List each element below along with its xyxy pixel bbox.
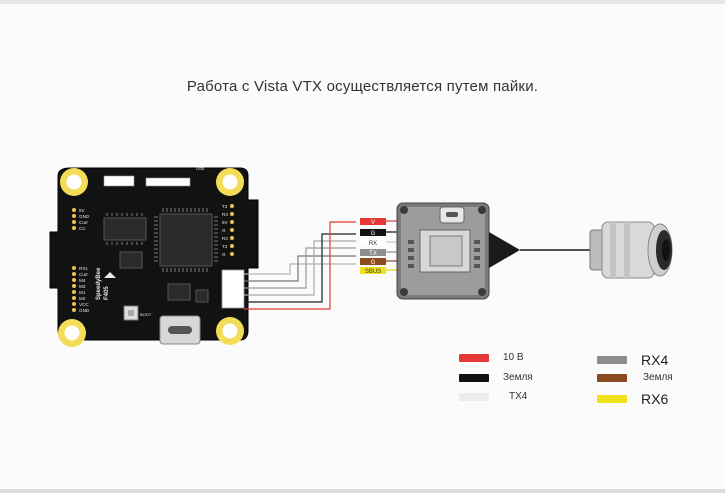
legend-swatch bbox=[459, 373, 489, 382]
pad-label: G bbox=[222, 228, 226, 233]
pad-label: GND bbox=[79, 214, 90, 219]
top-border bbox=[0, 0, 725, 4]
pad-label: R2 bbox=[222, 236, 228, 241]
legend-label: TX4 bbox=[509, 391, 528, 402]
usb-label: USB bbox=[196, 166, 205, 171]
wire-sbus bbox=[244, 263, 356, 275]
pin-label-tx: TX bbox=[369, 251, 377, 257]
wire-ground-brown bbox=[244, 255, 356, 282]
legend-item-rx4: RX4 bbox=[597, 352, 668, 368]
legend-item-rx6: RX6 bbox=[597, 391, 668, 407]
legend-label: RX4 bbox=[641, 352, 669, 368]
top-connector-right bbox=[145, 177, 191, 187]
pad-label: GND bbox=[79, 308, 90, 313]
pad-label: 5V bbox=[222, 220, 229, 225]
bottom-border bbox=[0, 489, 725, 493]
pad-label: RX1 bbox=[79, 266, 88, 271]
legend-item-ground: Земля bbox=[459, 372, 533, 383]
vtx-pin-labels: V G RX TX G SBUS bbox=[360, 218, 398, 275]
legend-swatch bbox=[459, 392, 489, 401]
legend-swatch bbox=[459, 353, 489, 362]
legend-swatch bbox=[597, 373, 627, 382]
pad-label: T3 bbox=[222, 204, 228, 209]
pad-label: R3 bbox=[222, 212, 228, 217]
pin-label-v: V bbox=[371, 220, 375, 226]
vtx-connector bbox=[221, 269, 245, 309]
pin-label-g2: G bbox=[371, 260, 376, 266]
wire-tx bbox=[244, 247, 356, 289]
legend-label: Земля bbox=[643, 372, 673, 383]
mount-hole-bottom-right bbox=[216, 317, 244, 345]
boot-label: BOOT bbox=[140, 312, 152, 317]
pin-label-sbus: SBUS bbox=[365, 269, 381, 275]
pad-label: Curr bbox=[79, 220, 88, 225]
camera-cable-connector bbox=[489, 232, 520, 268]
arrow-marker bbox=[104, 272, 116, 278]
legend-label: Земля bbox=[503, 372, 533, 383]
page-caption: Работа с Vista VTX осуществляется путем … bbox=[186, 78, 539, 95]
baro-chip bbox=[167, 283, 191, 301]
legend-label: RX6 bbox=[641, 391, 669, 407]
pad-label: T2 bbox=[222, 244, 228, 249]
pad-label: VCC bbox=[79, 302, 89, 307]
pad-label: M1 bbox=[79, 290, 86, 295]
mount-hole-top-right bbox=[216, 168, 244, 196]
legend-swatch bbox=[597, 356, 627, 364]
legend-label: 10 В bbox=[503, 352, 524, 363]
legend-item-power: 10 В bbox=[459, 352, 524, 363]
small-chip bbox=[195, 289, 209, 303]
wire-rx bbox=[244, 240, 356, 296]
mcu-chip bbox=[159, 213, 213, 267]
pad-label: M2 bbox=[79, 296, 86, 301]
pin-label-g: G bbox=[371, 231, 376, 237]
wires bbox=[244, 221, 356, 310]
brand-label: SpeedyBee bbox=[96, 267, 102, 300]
mount-hole-top-left bbox=[60, 168, 88, 196]
top-connector-left bbox=[103, 175, 135, 187]
gyro-chip bbox=[119, 251, 143, 269]
legend-swatch bbox=[597, 395, 627, 403]
legend-item-tx4: TX4 bbox=[459, 391, 527, 402]
flight-controller-board: 5V GND Curr CC RX1 Curr M4 M3 M1 M2 VCC … bbox=[49, 166, 259, 347]
pin-label-rx: RX bbox=[369, 241, 377, 247]
model-label: F405 bbox=[104, 286, 110, 300]
legend-item-ground-brown: Земля bbox=[597, 372, 673, 383]
pad-label: 5V bbox=[79, 208, 86, 213]
camera bbox=[589, 221, 673, 279]
pad-label: Curr bbox=[79, 272, 88, 277]
pad-label: CC bbox=[79, 226, 86, 231]
osd-chip bbox=[103, 217, 147, 241]
wire-power bbox=[244, 221, 356, 310]
pad-label: G bbox=[222, 252, 226, 257]
mount-hole-bottom-left bbox=[58, 319, 86, 347]
vista-vtx-module bbox=[396, 202, 490, 300]
pad-label: M4 bbox=[79, 278, 86, 283]
pad-label: M3 bbox=[79, 284, 86, 289]
wire-ground bbox=[244, 233, 356, 303]
